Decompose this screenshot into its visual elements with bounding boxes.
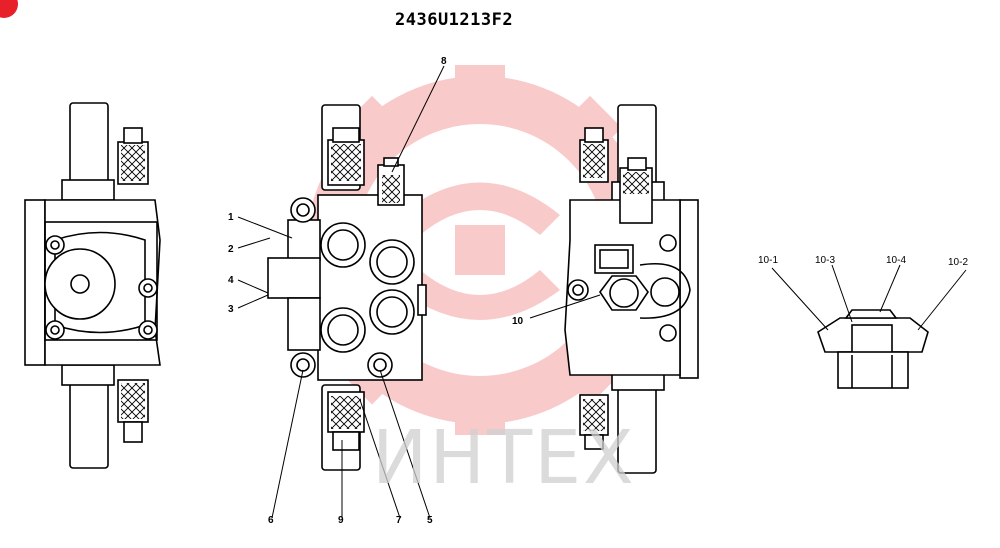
callout-10-2: 10-2 xyxy=(948,257,968,268)
callout-7: 7 xyxy=(396,515,402,526)
callout-10-4: 10-4 xyxy=(886,255,906,266)
valve-side-view-left xyxy=(24,102,161,469)
plug-subassembly xyxy=(817,309,929,389)
watermark-text: ИНТЕХ xyxy=(372,415,636,501)
corner-badge xyxy=(0,0,18,18)
callout-4: 4 xyxy=(228,275,234,286)
callout-10-1: 10-1 xyxy=(758,255,778,266)
valve-front-view-center xyxy=(267,104,427,471)
drawing-number: 2436U1213F2 xyxy=(395,10,514,30)
callout-9: 9 xyxy=(338,515,344,526)
leader-lines xyxy=(237,65,967,519)
callout-10-3: 10-3 xyxy=(815,255,835,266)
callout-3: 3 xyxy=(228,304,234,315)
callout-2: 2 xyxy=(228,244,234,255)
callout-6: 6 xyxy=(268,515,274,526)
callout-8: 8 xyxy=(441,56,447,67)
callout-1: 1 xyxy=(228,212,234,223)
callout-labels: 1 2 3 4 5 6 7 8 9 10 10-1 10-2 10-3 10-4 xyxy=(228,56,968,526)
valve-side-view-right xyxy=(564,104,699,474)
callout-5: 5 xyxy=(427,515,433,526)
callout-10: 10 xyxy=(512,316,524,327)
